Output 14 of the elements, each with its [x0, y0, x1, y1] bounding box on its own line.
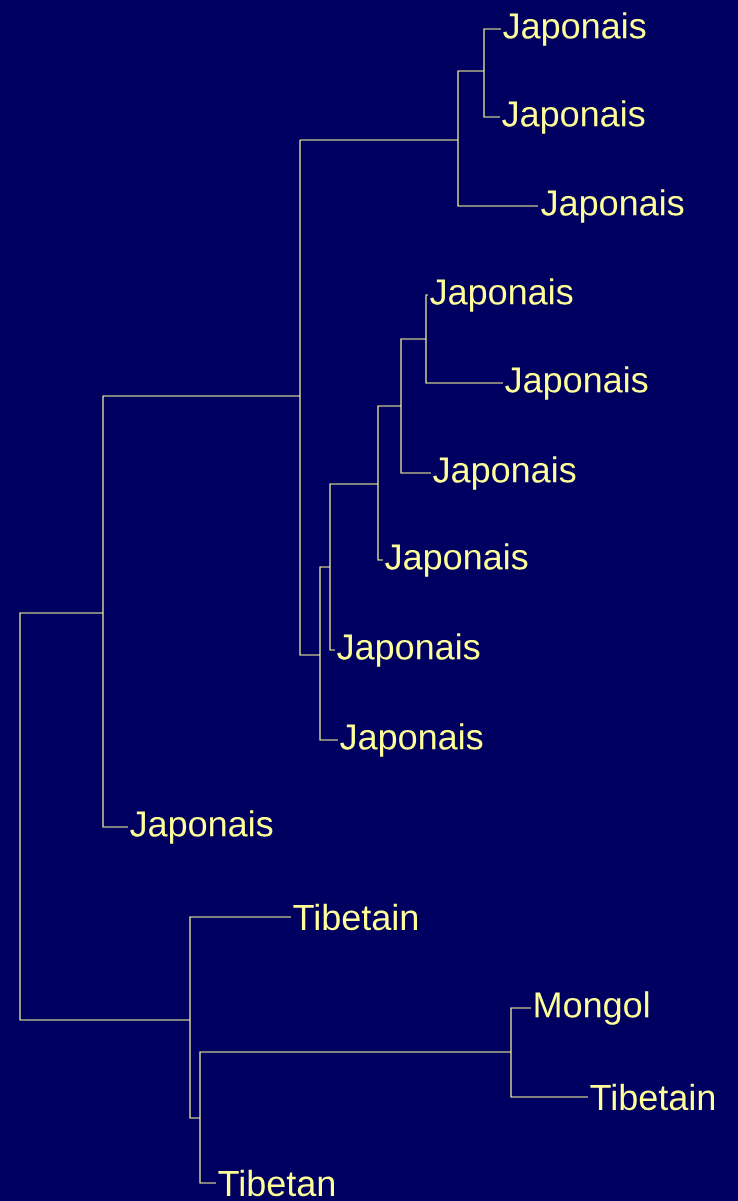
leaf-label: Japonais: [340, 723, 483, 757]
leaf-label: Japonais: [430, 278, 573, 312]
leaf-label: Japonais: [503, 12, 646, 46]
leaf-label: Tibetain: [590, 1083, 714, 1111]
leaf-label: Japonais: [541, 189, 684, 223]
leaf-label: Mongol: [535, 991, 649, 1025]
leaf-label: Japonais: [337, 633, 480, 667]
leaf-label: Tibetain: [293, 903, 417, 931]
leaf-label: Japonais: [130, 810, 273, 844]
leaf-label: Japonais: [505, 366, 648, 400]
leaf-label: Japonais: [502, 100, 645, 134]
leaf-label: Japonais: [433, 456, 576, 490]
leaf-label: Japonais: [385, 543, 528, 577]
leaf-label: Tibetan: [218, 1169, 334, 1197]
